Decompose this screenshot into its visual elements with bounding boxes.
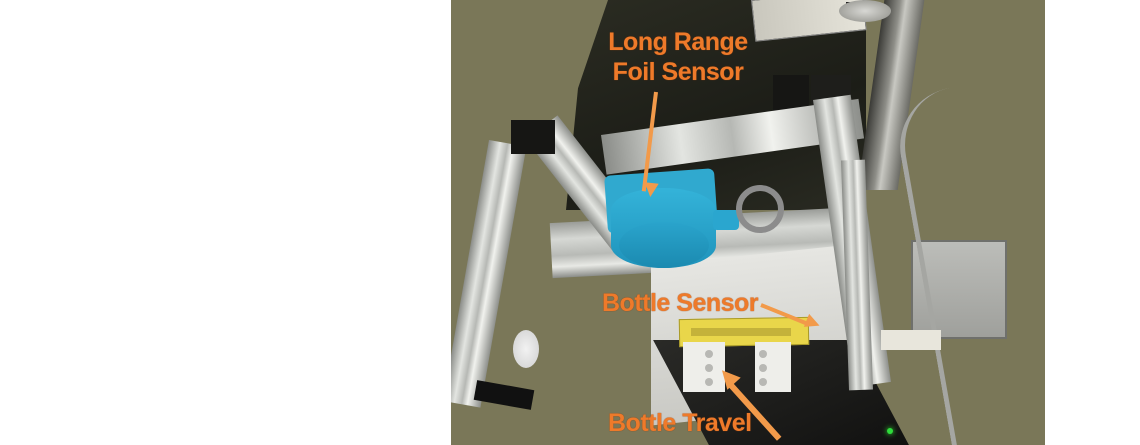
terminal-connector <box>881 330 941 350</box>
aluminum-leg-left <box>451 140 527 408</box>
bottle-guide-block <box>683 342 725 392</box>
arrowhead-icon <box>643 182 659 198</box>
label-line-2: Foil Sensor <box>612 58 744 86</box>
label-line-1: Long Range <box>608 28 748 56</box>
label-bottle-travel: Bottle Travel <box>608 409 752 437</box>
sensor-cable <box>736 185 784 233</box>
label-long-range-foil-sensor: Long Range Foil Sensor <box>608 27 748 87</box>
cable-gland <box>713 210 739 230</box>
indicator-led-icon <box>887 428 893 434</box>
leg-top-cap <box>511 120 555 154</box>
bottle-guide-block <box>755 342 791 392</box>
label-strip <box>691 328 791 336</box>
foil-sensor-face <box>619 222 709 268</box>
junction-box <box>911 240 1007 339</box>
reflector <box>513 330 539 368</box>
label-bottle-sensor: Bottle Sensor <box>602 289 759 317</box>
leg-end-cap <box>473 380 535 410</box>
pole-knob <box>839 0 891 22</box>
photo: Long Range Foil Sensor Bottle Sensor Bot… <box>451 0 1045 445</box>
